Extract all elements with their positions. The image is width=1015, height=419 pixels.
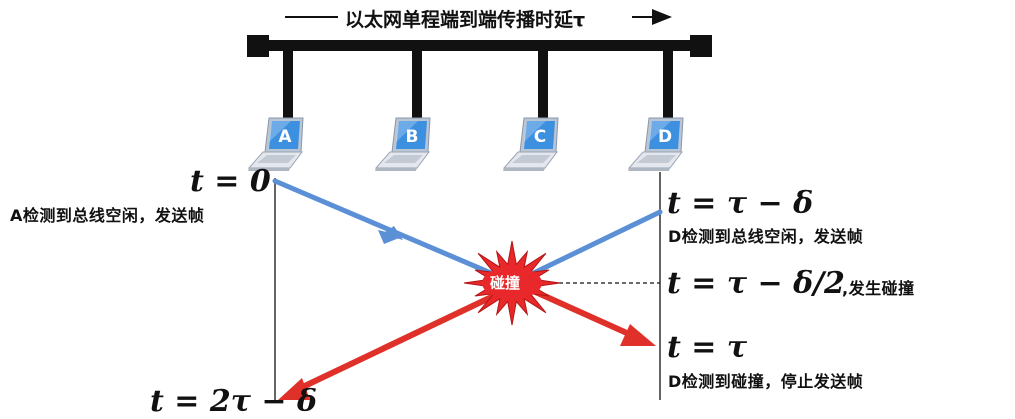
- d-time1-label: t = τ − δ: [667, 186, 814, 221]
- laptop-icon: C: [502, 117, 559, 171]
- signal-jam-to-a: [278, 289, 505, 400]
- diagram-title: 以太网单程端到端传播时延τ: [345, 9, 586, 31]
- station-label: C: [534, 127, 546, 147]
- station-label: B: [406, 127, 419, 147]
- station-label: A: [278, 127, 292, 147]
- laptop-icon: B: [374, 117, 431, 171]
- diagram-canvas: A B C D: [247, 9, 712, 400]
- laptop-icon: A: [247, 117, 304, 171]
- signal-a-blue: [272, 178, 515, 285]
- laptop-icon: D: [627, 117, 684, 171]
- station-label: D: [658, 127, 672, 147]
- a-event-label: A检测到总线空闲，发送帧: [10, 206, 205, 225]
- collision-label: 碰撞: [490, 274, 521, 292]
- ethernet-bus: [247, 35, 712, 124]
- a-time-label: t = 0: [190, 164, 271, 199]
- d-time2-label: t = τ: [667, 330, 748, 365]
- collision-time-label: t = τ − δ/2: [667, 266, 845, 301]
- signal-d-blue: [512, 209, 663, 285]
- collision-event-label: ,发生碰撞: [842, 279, 915, 298]
- d-event1-label: D检测到总线空闲，发送帧: [668, 227, 864, 246]
- collision-burst-icon: [463, 240, 561, 326]
- d-event2-label: D检测到碰撞，停止发送帧: [668, 372, 864, 391]
- a-time2-label-partial: t = 2τ − δ: [150, 384, 317, 419]
